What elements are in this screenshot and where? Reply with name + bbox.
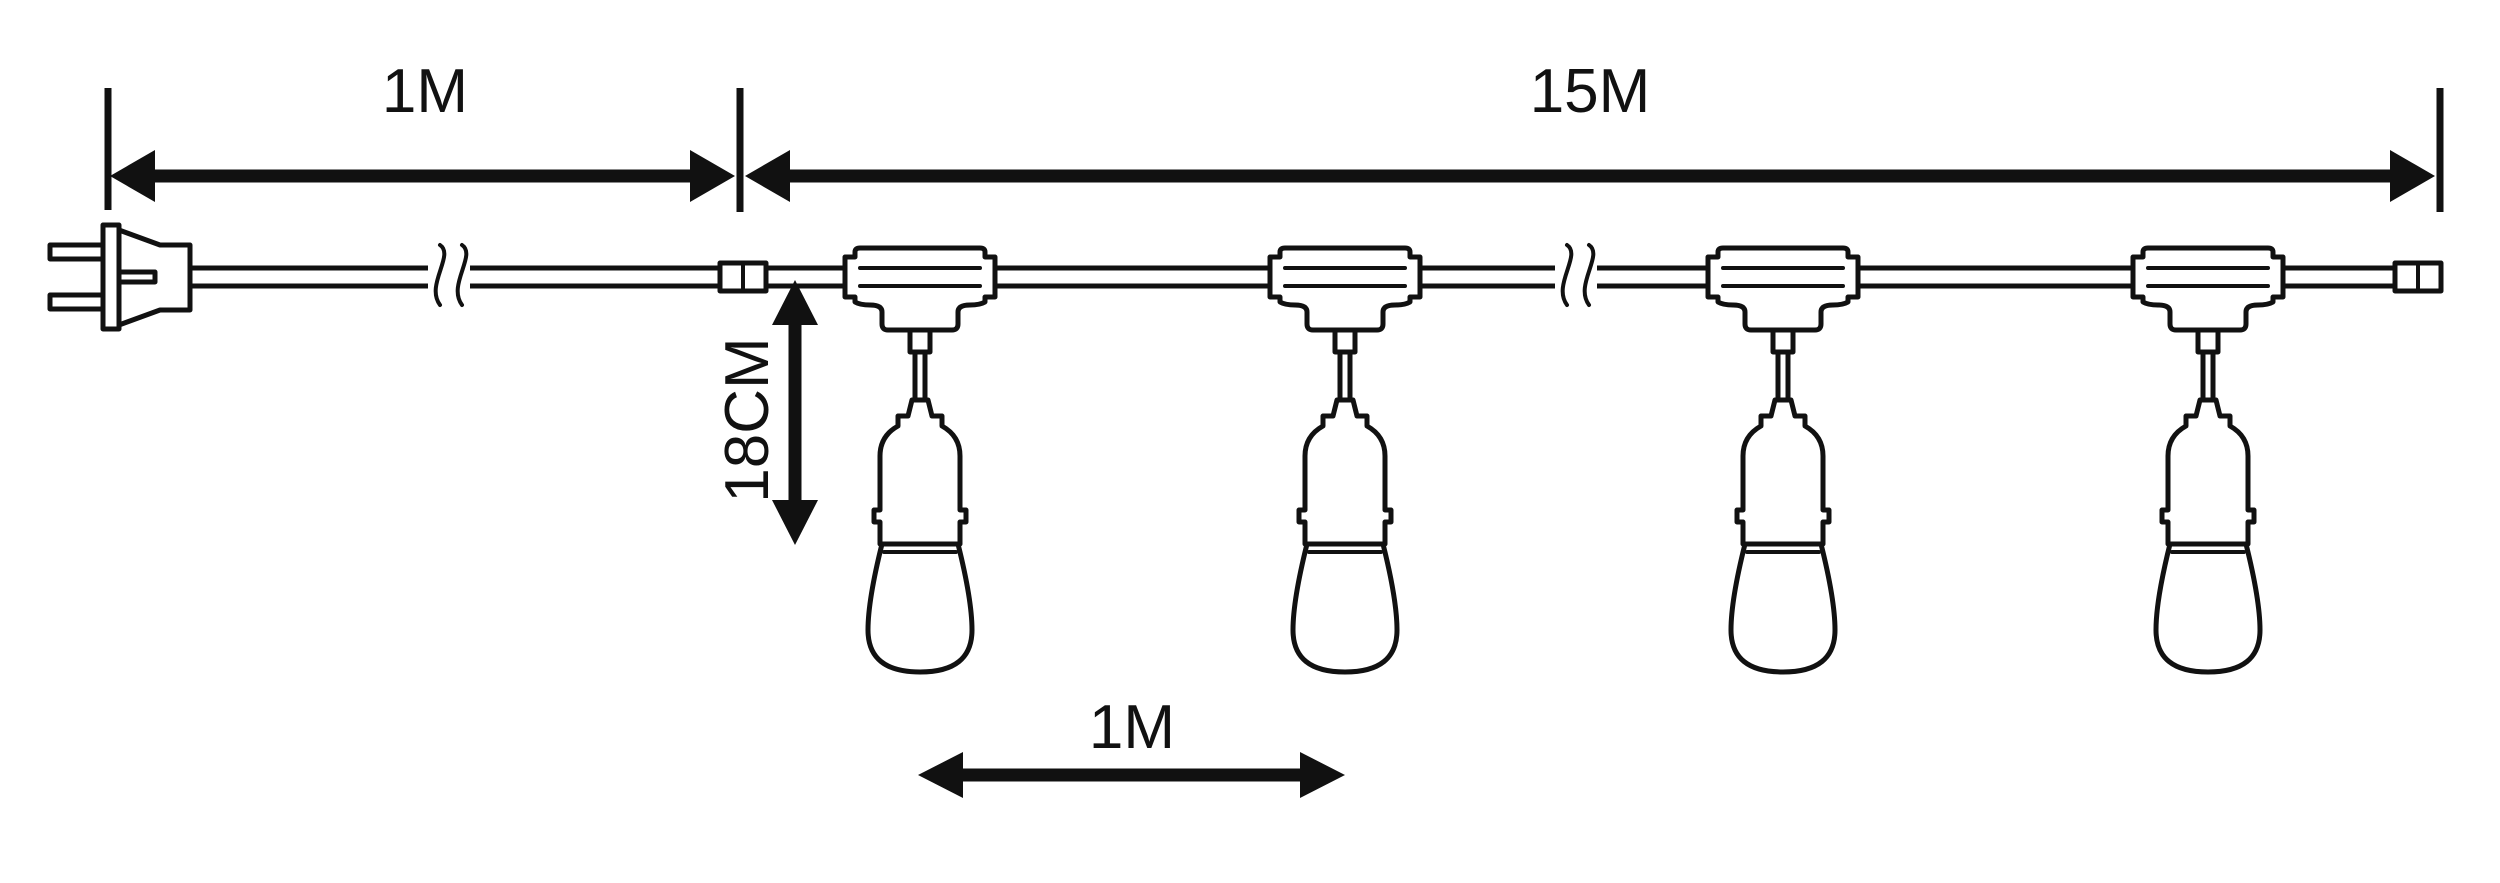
bulb-2 bbox=[1270, 248, 1420, 672]
bulb-3 bbox=[1708, 248, 1858, 672]
arrowhead-right bbox=[690, 150, 735, 202]
plug-cord-dimension: 1M bbox=[104, 57, 744, 212]
total-length-dimension: 15M bbox=[745, 57, 2444, 212]
cable-break-mark bbox=[433, 243, 447, 307]
arrowhead-left bbox=[918, 752, 963, 798]
total-length-label: 15M bbox=[1530, 57, 1651, 126]
plug-cord-length-label: 1M bbox=[382, 57, 468, 126]
arrowhead-left bbox=[745, 150, 790, 202]
arrowhead-right bbox=[2390, 150, 2435, 202]
bulb-4 bbox=[2133, 248, 2283, 672]
bulb-1 bbox=[845, 248, 995, 672]
bulb-spacing-dimension: 1M bbox=[918, 693, 1345, 798]
arrowhead-left bbox=[110, 150, 155, 202]
cable-break-mark bbox=[1560, 243, 1574, 307]
bulb-spacing-label: 1M bbox=[1089, 693, 1175, 762]
arrowhead-right bbox=[1300, 752, 1345, 798]
arrowhead-down bbox=[772, 500, 818, 545]
drop-height-dimension: 18CM bbox=[713, 280, 818, 545]
arrowhead-up bbox=[772, 280, 818, 325]
connector-icon bbox=[717, 260, 769, 294]
plug-icon bbox=[47, 222, 193, 332]
end-connector-icon bbox=[2392, 260, 2444, 294]
drop-height-label: 18CM bbox=[713, 337, 782, 502]
